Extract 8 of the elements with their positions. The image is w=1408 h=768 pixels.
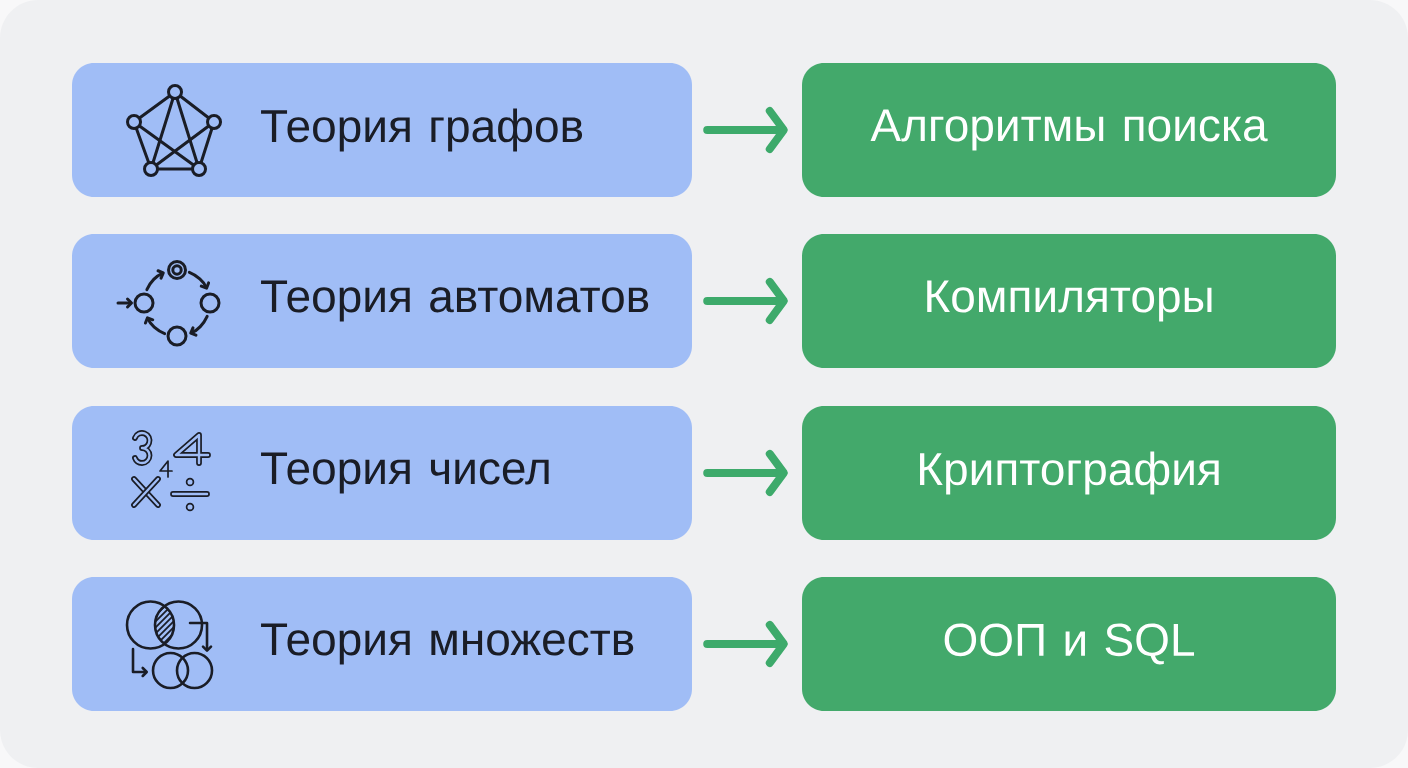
application-box: Компиляторы bbox=[802, 234, 1336, 368]
application-box: Криптография bbox=[802, 406, 1336, 540]
topic-box: Теория чисел bbox=[72, 406, 692, 540]
topic-box: Теория графов bbox=[72, 63, 692, 197]
application-box: ООП и SQL bbox=[802, 577, 1336, 711]
topic-box: Теория автоматов bbox=[72, 234, 692, 368]
application-box: Алгоритмы поиска bbox=[802, 63, 1336, 197]
topic-box: Теория множеств bbox=[72, 577, 692, 711]
